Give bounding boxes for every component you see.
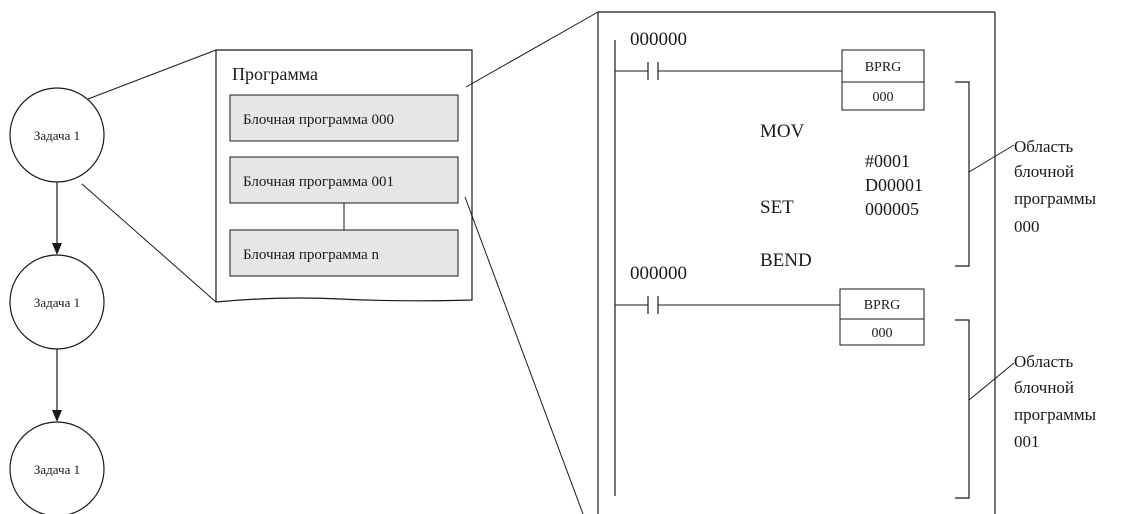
area-bracket-000	[955, 81, 970, 267]
block-program-000-label: Блочная программа 000	[243, 112, 394, 128]
operand-d00001: D00001	[865, 175, 923, 195]
rung-1-bprg-box	[841, 49, 925, 111]
task-node-3	[9, 421, 105, 514]
zoom-line-task-bottom	[81, 183, 217, 303]
rung-2-bprg-box	[839, 288, 925, 346]
zoom-line-program-top	[465, 11, 599, 88]
task-node-2-label: Задача 1	[34, 295, 80, 310]
task-node-3-label: Задача 1	[34, 462, 80, 477]
area-leader-000	[968, 144, 1015, 173]
rung-2-bprg-number: 000	[872, 326, 893, 341]
area-label-001: Область блочной программы 001	[1014, 352, 1100, 451]
ladder-panel: 000000 BPRG 000 MOV SET BEND #0001 D0000…	[597, 11, 1100, 514]
block-program-000	[229, 94, 459, 142]
block-program-n	[229, 229, 459, 277]
program-title: Программа	[232, 64, 318, 84]
instr-bend: BEND	[760, 250, 812, 271]
rung-1-contact-label: 000000	[630, 29, 687, 50]
zoom-line-program-bottom	[464, 196, 584, 514]
block-program-n-label: Блочная программа n	[243, 247, 380, 263]
program-box: Программа Блочная программа 000 Блочная …	[215, 49, 473, 303]
task-flow: Задача 1 Задача 1 Задача 1	[9, 87, 105, 514]
rung-2: 000000 BPRG 000 Область блочной программ…	[615, 263, 1100, 499]
rung-1-bprg-number: 000	[873, 90, 894, 105]
rung-2-bprg-name: BPRG	[864, 298, 901, 313]
instr-set: SET	[760, 197, 794, 218]
area-leader-001	[968, 362, 1015, 401]
operand-000005: 000005	[865, 199, 919, 219]
rung-1: 000000 BPRG 000 MOV SET BEND #0001 D0000…	[615, 29, 1100, 271]
operand-0001: #0001	[865, 151, 910, 171]
zoom-line-task-top	[87, 49, 217, 100]
task-node-1-label: Задача 1	[34, 128, 80, 143]
block-program-001-label: Блочная программа 001	[243, 174, 394, 190]
instr-mov: MOV	[760, 121, 805, 142]
task-arrowhead-2	[52, 410, 62, 422]
task-arrowhead-1	[52, 243, 62, 255]
area-label-000: Область блочной программы 000	[1014, 137, 1100, 236]
rung-2-contact-label: 000000	[630, 263, 687, 284]
area-bracket-001	[955, 319, 970, 499]
rung-1-bprg-name: BPRG	[865, 60, 902, 75]
